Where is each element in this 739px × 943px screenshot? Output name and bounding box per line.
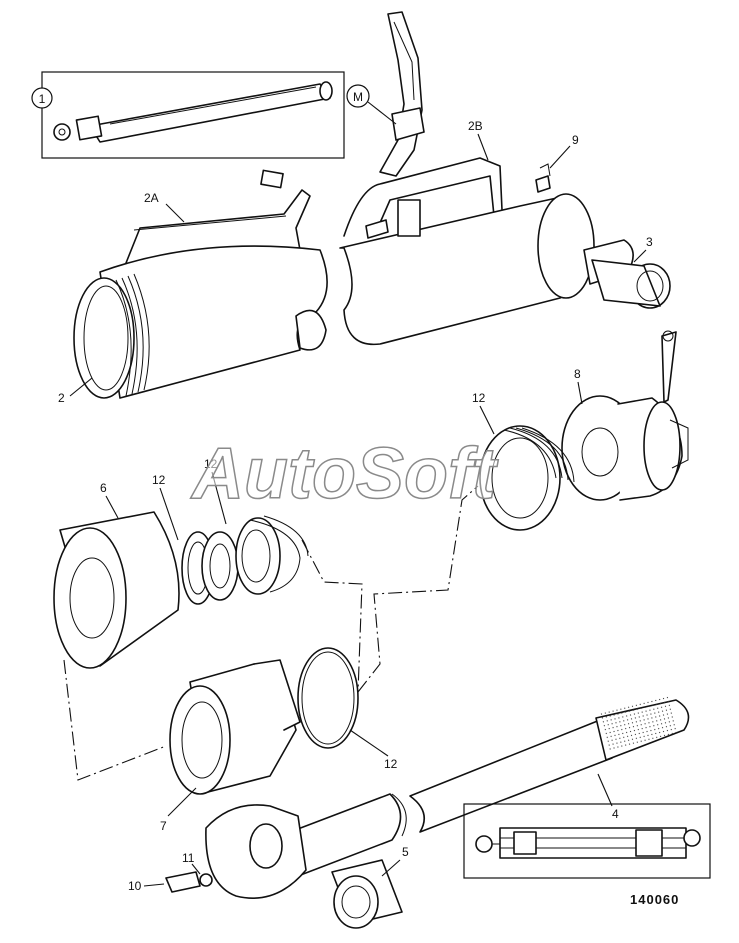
callout-11: 11 xyxy=(182,851,195,865)
callout-8: 8 xyxy=(574,367,581,381)
callout-10: 10 xyxy=(128,879,142,893)
inset-cylinder-section xyxy=(463,803,711,879)
callout-1-circle xyxy=(31,87,53,109)
gland-assembly: 6 12 12 xyxy=(53,457,309,669)
o-ring: 12 xyxy=(297,647,398,771)
lifting-tool: M xyxy=(346,11,425,177)
rod-gland: 7 xyxy=(160,659,301,833)
barrel-thread xyxy=(115,273,150,397)
callout-2: 2 xyxy=(58,391,65,405)
callout-1: 1 xyxy=(39,92,46,106)
callout-6: 6 xyxy=(100,481,107,495)
callout-2B: 2B xyxy=(468,119,483,133)
piston-rod: 4 xyxy=(205,696,690,899)
inset-cylinder-overview: 1 xyxy=(31,71,345,159)
callout-M-circle xyxy=(346,84,370,108)
split-pin xyxy=(661,330,677,403)
callout-3: 3 xyxy=(646,235,653,249)
assembly-chain-lines xyxy=(63,485,479,781)
barrel-right-section: 2B 9 3 xyxy=(339,119,671,346)
piston-seal-threads xyxy=(479,425,575,531)
callout-5: 5 xyxy=(402,845,409,859)
callout-7: 7 xyxy=(160,819,167,833)
callout-2A: 2A xyxy=(144,191,159,205)
callout-12-wiper: 12 xyxy=(152,473,166,487)
callout-12-piston: 12 xyxy=(472,391,486,405)
callout-4: 4 xyxy=(612,807,619,821)
callout-9: 9 xyxy=(572,133,579,147)
piston-assembly: 8 12 xyxy=(472,367,689,531)
rod-end-fittings: 5 11 10 xyxy=(128,845,409,929)
drawing-number: 140060 xyxy=(630,892,679,907)
callout-12-seal: 12 xyxy=(204,457,218,471)
callout-12-oring: 12 xyxy=(384,757,398,771)
callout-M: M xyxy=(353,90,363,104)
watermark: AutoSoft xyxy=(190,434,499,514)
barrel-left-section: 2A 2 xyxy=(58,169,328,405)
